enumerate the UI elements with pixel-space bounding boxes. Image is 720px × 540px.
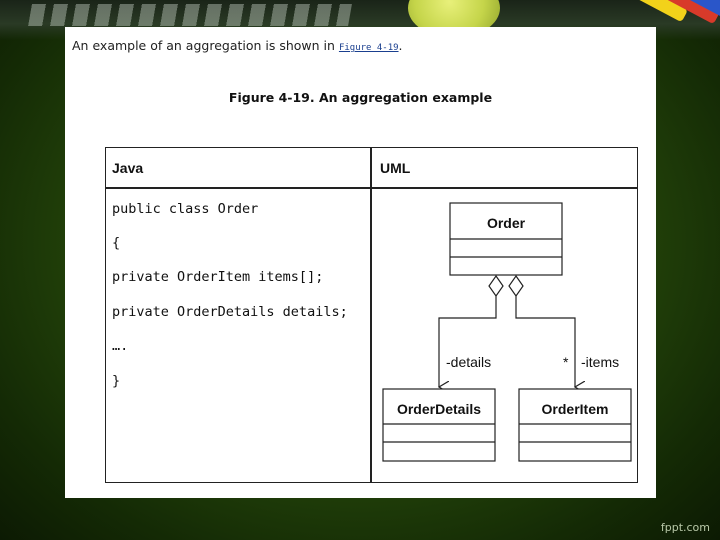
association-details (439, 296, 496, 387)
code-line: public class Order (112, 201, 258, 217)
uml-header: UML (380, 160, 410, 176)
uml-order-name: Order (487, 215, 526, 231)
fppt-logo: fppt.com (661, 521, 710, 534)
figure-link[interactable]: Figure 4-19 (339, 43, 399, 53)
uml-class-orderdetails: OrderDetails (383, 389, 495, 461)
code-line: private OrderItem items[]; (112, 269, 323, 285)
intro-paragraph: An example of an aggregation is shown in… (72, 38, 403, 53)
code-line: …. (112, 338, 128, 354)
association-items (516, 296, 575, 387)
uml-class-orderitem: OrderItem (519, 389, 631, 461)
intro-text: An example of an aggregation is shown in (72, 38, 339, 53)
chalk-writing (28, 4, 352, 26)
figure-table: Java UML public class Order { private Or… (105, 147, 638, 483)
uml-diagram: Order -details * -items OrderDetails (372, 189, 636, 481)
uml-orderitem-name: OrderItem (542, 401, 609, 417)
role-details: -details (446, 354, 491, 370)
code-line: { (112, 235, 120, 251)
code-line: private OrderDetails details; (112, 304, 348, 320)
multiplicity-items: * (563, 354, 569, 370)
document-panel: An example of an aggregation is shown in… (65, 27, 656, 498)
java-header: Java (112, 160, 143, 176)
intro-suffix: . (399, 38, 403, 53)
role-items: -items (581, 354, 619, 370)
uml-orderdetails-name: OrderDetails (397, 401, 481, 417)
aggregation-diamond-items (509, 276, 523, 296)
uml-class-order: Order (450, 203, 562, 275)
figure-title: Figure 4-19. An aggregation example (65, 90, 656, 105)
aggregation-diamond-details (489, 276, 503, 296)
code-line: } (112, 373, 120, 389)
